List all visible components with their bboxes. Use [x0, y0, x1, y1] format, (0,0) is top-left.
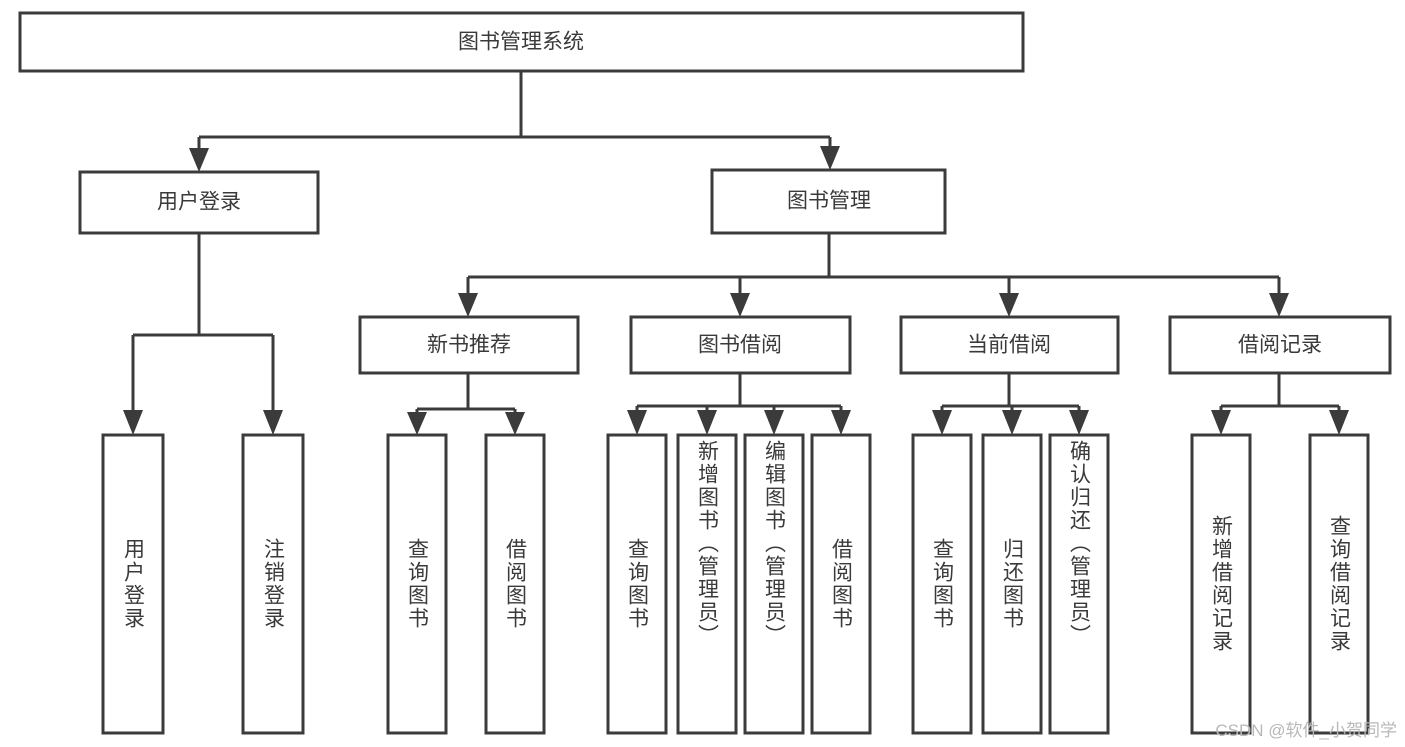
node-book-management-label: 图书管理	[787, 190, 871, 213]
arrow-head-leaf-logout	[263, 410, 283, 435]
leaf-label-return-book-holder: 归还图书	[983, 435, 1041, 733]
leaf-label-query-book-2: 查询图书	[625, 538, 649, 630]
leaf-label-edit-book: 编辑图书（管理员）	[762, 440, 786, 647]
leaf-box-add-book[interactable]	[676, 433, 738, 735]
node-book-borrow-label: 图书借阅	[698, 334, 782, 357]
leaf-label-query-book-1: 查询图书	[405, 538, 429, 630]
leaf-box-edit-book[interactable]	[743, 433, 805, 735]
leaf-box-borrow-book-2[interactable]	[810, 433, 872, 735]
arrow-head-book-borrow	[730, 293, 750, 317]
leaf-label-query-record-holder: 查询借阅记录	[1310, 435, 1368, 733]
leaf-box-add-record[interactable]	[1190, 433, 1252, 735]
leaf-label-borrow-book-2-holder: 借阅图书	[812, 435, 870, 733]
leaf-box-query-book-2[interactable]	[606, 433, 668, 735]
arrow-head-leaf-edit-book	[764, 410, 784, 435]
node-book-borrow-box[interactable]	[629, 315, 852, 375]
node-book-management[interactable]: 图书管理	[710, 168, 947, 235]
arrow-head-leaf-query-record	[1329, 410, 1349, 435]
node-new-book-recommend-label: 新书推荐	[427, 334, 511, 357]
leaf-label-query-book-2-holder: 查询图书	[608, 435, 666, 733]
node-root-system[interactable]: 图书管理系统	[18, 11, 1025, 73]
arrow-head-leaf-confirm-return	[1069, 410, 1089, 435]
connector-bookmgmt-to-level3	[458, 233, 1289, 317]
leaf-label-add-book: 新增图书（管理员）	[695, 440, 719, 647]
arrow-head-leaf-query-book-3	[932, 410, 952, 435]
node-current-borrow[interactable]: 当前借阅	[899, 315, 1120, 375]
arrow-head-leaf-borrow-book-1	[505, 412, 525, 435]
connector-recommend-to-leaves	[407, 373, 525, 435]
leaf-label-query-book-3: 查询图书	[930, 538, 954, 630]
leaf-label-logout-holder: 注销登录	[243, 435, 303, 733]
arrow-head-leaf-borrow-book-2	[831, 410, 851, 435]
arrow-head-leaf-query-book-1	[407, 412, 427, 435]
leaf-box-logout[interactable]	[241, 433, 305, 735]
node-current-borrow-label: 当前借阅	[967, 334, 1051, 357]
leaf-box-query-record[interactable]	[1308, 433, 1370, 735]
node-user-login-box[interactable]	[78, 170, 320, 235]
leaf-box-confirm-return[interactable]	[1048, 433, 1110, 735]
node-user-login-label: 用户登录	[157, 191, 241, 214]
leaf-label-borrow-book-1: 借阅图书	[503, 538, 527, 630]
arrow-head-new-book-recommend	[458, 293, 478, 317]
leaf-box-user-login[interactable]	[101, 433, 165, 735]
arrow-head-leaf-add-book	[697, 410, 717, 435]
leaf-label-user-login-holder: 用户登录	[103, 435, 163, 733]
leaf-label-query-book-3-holder: 查询图书	[913, 435, 971, 733]
leaf-label-user-login: 用户登录	[121, 538, 145, 630]
node-new-book-recommend[interactable]: 新书推荐	[358, 315, 580, 375]
arrow-head-user-login	[189, 148, 209, 172]
node-current-borrow-box[interactable]	[899, 315, 1120, 375]
node-new-book-recommend-box[interactable]	[358, 315, 580, 375]
arrow-head-borrow-record	[1269, 293, 1289, 317]
node-root-box[interactable]	[18, 11, 1025, 73]
connector-userlogin-to-leaves	[123, 233, 283, 435]
leaf-label-add-book-holder: 新增图书（管理员）	[678, 440, 736, 728]
arrow-head-leaf-add-record	[1211, 410, 1231, 435]
leaf-label-return-book: 归还图书	[1000, 538, 1024, 630]
leaf-label-edit-book-holder: 编辑图书（管理员）	[745, 440, 803, 728]
leaf-box-query-book-3[interactable]	[911, 433, 973, 735]
leaf-label-confirm-return-holder: 确认归还（管理员）	[1050, 440, 1108, 728]
leaf-label-add-record-holder: 新增借阅记录	[1192, 435, 1250, 733]
leaf-box-query-book-1[interactable]	[386, 433, 448, 735]
connector-root-to-level2	[189, 71, 840, 172]
arrow-head-current-borrow	[999, 293, 1019, 317]
node-book-management-box[interactable]	[710, 168, 947, 235]
arrow-head-leaf-return-book	[1002, 410, 1022, 435]
node-borrow-record-label: 借阅记录	[1238, 334, 1322, 357]
leaf-label-query-book-1-holder: 查询图书	[388, 435, 446, 733]
node-root-label: 图书管理系统	[458, 31, 584, 54]
leaf-label-borrow-book-2: 借阅图书	[829, 538, 853, 630]
connector-current-to-leaves	[932, 373, 1089, 435]
connector-record-to-leaves	[1211, 373, 1349, 435]
leaf-label-logout: 注销登录	[261, 538, 285, 630]
leaf-label-query-record: 查询借阅记录	[1327, 515, 1351, 653]
leaf-boxes	[101, 433, 1370, 735]
leaf-label-confirm-return: 确认归还（管理员）	[1067, 440, 1091, 647]
connector-borrow-to-leaves	[627, 373, 851, 435]
leaf-label-borrow-book-1-holder: 借阅图书	[486, 435, 544, 733]
arrow-head-book-management	[820, 146, 840, 170]
node-book-borrow[interactable]: 图书借阅	[629, 315, 852, 375]
csdn-watermark: CSDN @软件_小贺同学	[1215, 721, 1397, 740]
arrow-head-leaf-user-login	[123, 410, 143, 435]
leaf-box-borrow-book-1[interactable]	[484, 433, 546, 735]
arrow-head-leaf-query-book-2	[627, 410, 647, 435]
leaf-box-return-book[interactable]	[981, 433, 1043, 735]
leaf-label-add-record: 新增借阅记录	[1209, 515, 1233, 653]
node-borrow-record-box[interactable]	[1168, 315, 1392, 375]
node-user-login[interactable]: 用户登录	[78, 170, 320, 235]
node-borrow-record[interactable]: 借阅记录	[1168, 315, 1392, 375]
